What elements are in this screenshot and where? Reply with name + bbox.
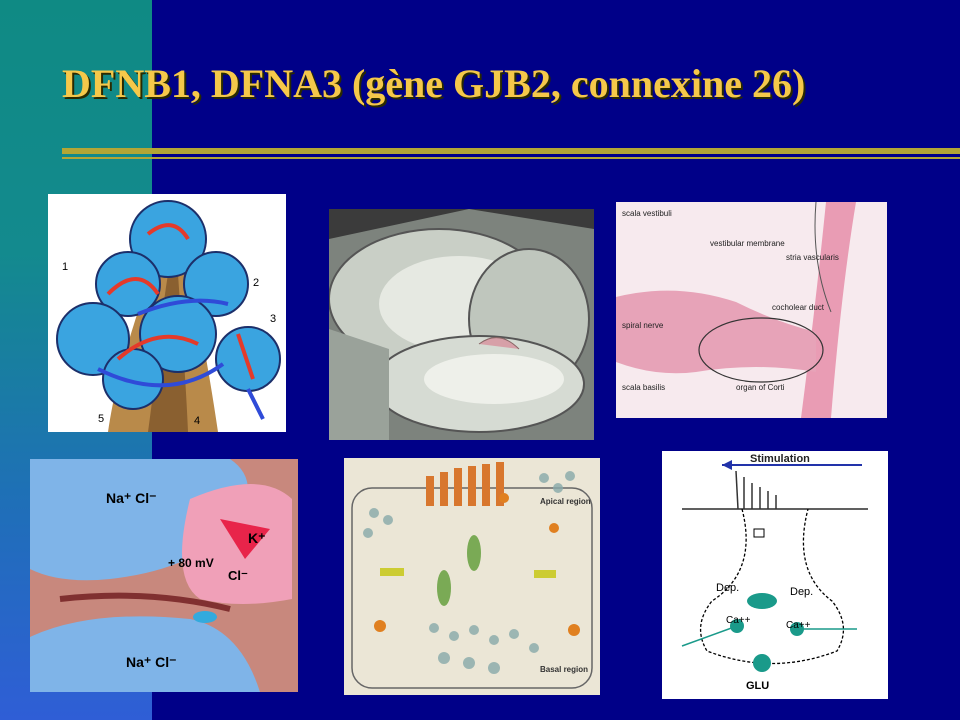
histo-label-stria-vascularis: stria vascularis (786, 253, 839, 262)
histo-label-cochlear-duct: cocholear duct (772, 303, 825, 312)
cochlea-label-1: 1 (62, 261, 68, 273)
ion-potassium-label: K⁺ (248, 530, 266, 546)
histology-micrograph-image: scala vestibuli vestibular membrane stri… (616, 202, 887, 418)
cochlear-duct-3d-image (329, 209, 594, 440)
ion-top-label: Na⁺ Cl⁻ (106, 490, 157, 506)
ca-right-label: Ca++ (786, 620, 811, 631)
glu-label: GLU (746, 680, 769, 692)
ca-left-label: Ca++ (726, 615, 751, 626)
ion-chloride-label: Cl⁻ (228, 568, 248, 583)
histo-label-spiral-nerve: spiral nerve (622, 321, 664, 330)
histo-label-organ-of-corti: organ of Corti (736, 383, 785, 392)
slide-title: DFNB1, DFNA3 (gène GJB2, connexine 26) (62, 61, 806, 106)
cochlea-label-2: 2 (253, 277, 259, 289)
cell-apical-label: Apical region (540, 497, 591, 506)
ion-bottom-label: Na⁺ Cl⁻ (126, 654, 177, 670)
histo-label-scala-vestibuli: scala vestibuli (622, 209, 672, 218)
cell-basal-label: Basal region (540, 665, 588, 674)
cochlea-label-3: 3 (270, 313, 276, 325)
ion-potential-label: + 80 mV (168, 556, 214, 570)
histo-label-vestibular-membrane: vestibular membrane (710, 239, 785, 248)
histo-label-scala-basilis: scala basilis (622, 383, 665, 392)
cochlea-label-4: 4 (194, 415, 200, 427)
cochlea-drawing-image: 1 2 3 4 5 (48, 194, 286, 432)
stimulation-label: Stimulation (750, 453, 810, 465)
dep-left-label: Dep. (716, 582, 739, 594)
hair-cell-stimulation-image: Stimulation Dep. Dep. Ca++ Ca++ GLU (662, 451, 888, 699)
dep-right-label: Dep. (790, 586, 813, 598)
ion-composition-image: Na⁺ Cl⁻ K⁺ + 80 mV Cl⁻ Na⁺ Cl⁻ (30, 459, 298, 692)
title-rule-thin (62, 157, 960, 159)
title-rule-thick (62, 148, 960, 154)
cochlea-label-5: 5 (98, 413, 104, 425)
cell-transport-image: Apical region Basal region (344, 458, 600, 695)
